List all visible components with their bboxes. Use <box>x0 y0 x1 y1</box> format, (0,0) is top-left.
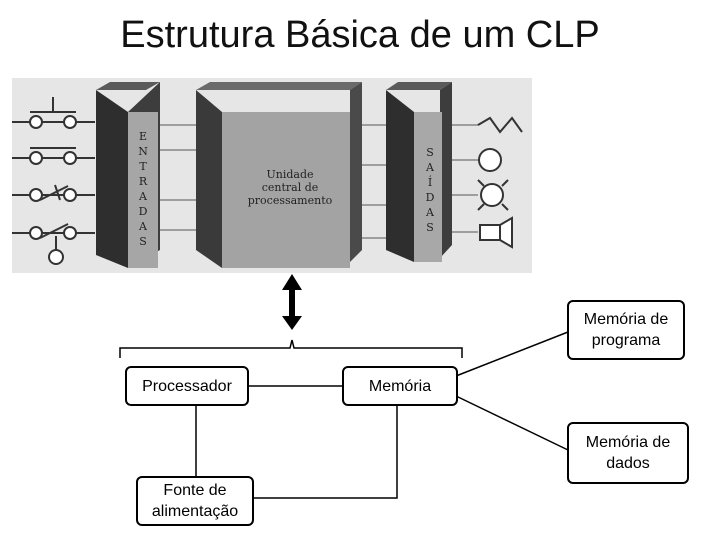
processor-box: Processador <box>125 366 249 406</box>
output-devices <box>477 116 523 249</box>
power-supply-label: Fonte de alimentação <box>151 482 239 520</box>
memory-label: Memória <box>368 377 432 395</box>
memory-box: Memória <box>342 366 458 406</box>
resistor-icon <box>477 116 523 134</box>
processor-label: Processador <box>142 377 232 395</box>
page-title: Estrutura Básica de um CLP <box>120 14 600 56</box>
grouping-brace <box>119 339 463 358</box>
program-memory-label: Memória de programa <box>583 311 669 349</box>
inputs-module <box>96 82 160 268</box>
cpu-module <box>196 82 362 268</box>
data-memory-box: Memória de dados <box>567 422 689 484</box>
outputs-module <box>386 82 452 262</box>
memory-data-line <box>455 395 569 451</box>
input-contacts <box>12 97 95 265</box>
lamp-icon <box>478 148 502 172</box>
power-supply-box: Fonte de alimentação <box>136 476 254 526</box>
connector-lines <box>195 331 569 499</box>
horn-icon <box>479 224 501 241</box>
program-memory-box: Memória de programa <box>567 300 685 360</box>
power-memory-line <box>254 406 398 499</box>
data-memory-label: Memória de dados <box>585 434 671 472</box>
lamp-icon <box>480 183 504 207</box>
memory-program-line <box>455 331 569 377</box>
bidirectional-arrow <box>282 274 302 330</box>
